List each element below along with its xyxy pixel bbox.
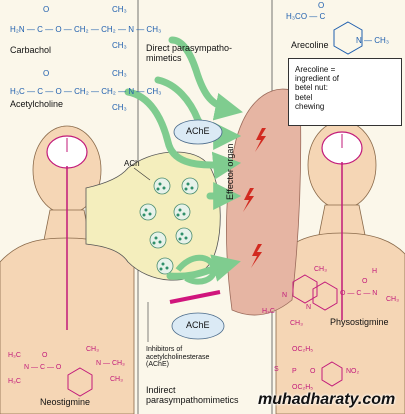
neostigmine-n-right: N — CH₃ bbox=[96, 360, 125, 367]
carbachol-label: Carbachol bbox=[10, 45, 52, 55]
parathion-p: P bbox=[292, 368, 297, 375]
vesicle-icon bbox=[149, 231, 167, 249]
physostigmine-carbamate: O — C — N bbox=[340, 290, 378, 297]
inhibitor-bar bbox=[169, 290, 221, 304]
arecoline-ester: H₃CO — C bbox=[286, 12, 326, 21]
neostigmine-h3c-top: H₃C bbox=[8, 352, 21, 359]
acetylcholine-formula: H₃C — C — O — CH₂ — CH₂ — N — CH₃ bbox=[10, 87, 162, 96]
neostigmine-o: O bbox=[42, 352, 48, 359]
neostigmine-n: N — C — O bbox=[24, 364, 62, 371]
arrow-direct-1 bbox=[168, 36, 243, 121]
neostigmine-label: Neostigmine bbox=[40, 397, 91, 407]
physostigmine-ch3-right: CH₃ bbox=[386, 296, 399, 303]
bolt-icon bbox=[243, 188, 254, 212]
arrow-loop bbox=[175, 254, 218, 285]
bolt-icons bbox=[243, 128, 266, 268]
arecoline-ring bbox=[333, 21, 363, 55]
vesicle-icon bbox=[175, 227, 193, 245]
neostigmine-ch3-bottom: CH₃ bbox=[110, 376, 123, 383]
direct-parasympathomimetics-label: Direct parasympatho- mimetics bbox=[146, 43, 233, 63]
arrow-ach bbox=[124, 88, 242, 180]
acetylcholine-ch3-top: CH₃ bbox=[112, 69, 127, 78]
parathion-oc2h5-bottom: OC₂H₅ bbox=[292, 384, 314, 391]
human-figure-left bbox=[0, 125, 135, 414]
arecoline-o: O bbox=[318, 1, 325, 10]
carbachol-ch3-bottom: CH₃ bbox=[112, 41, 127, 50]
physostigmine-o: O bbox=[362, 278, 368, 285]
ache-enzyme-bottom bbox=[171, 312, 225, 340]
carbachol-ch3-top: CH₃ bbox=[112, 5, 127, 14]
ache-label-bottom: AChE bbox=[186, 320, 210, 330]
physostigmine-h: H bbox=[372, 268, 378, 275]
physostigmine-label: Physostigmine bbox=[330, 317, 389, 327]
ache-enzyme-top bbox=[173, 119, 223, 145]
physostigmine-ch3-top: CH₃ bbox=[314, 266, 327, 273]
physostigmine-n-left: N bbox=[282, 292, 288, 299]
neostigmine-ch3-top: CH₃ bbox=[86, 346, 99, 353]
arecoline-info-text: Arecoline = ingredient of betel nut: bet… bbox=[295, 65, 340, 111]
bolt-icon bbox=[255, 128, 266, 152]
parathion-no2: NO₂ bbox=[346, 368, 360, 375]
indirect-parasympathomimetics-label: Indirect parasympathomimetics bbox=[146, 385, 239, 405]
human-figure-right bbox=[275, 120, 405, 414]
arecoline-info-box: Arecoline = ingredient of betel nut: bet… bbox=[288, 58, 402, 126]
physostigmine-ring-2 bbox=[312, 281, 338, 311]
physostigmine-ch3-bottom: CH₃ bbox=[290, 320, 303, 327]
ache-label-top: AChE bbox=[186, 126, 210, 136]
vesicle-icon bbox=[139, 203, 157, 221]
arecoline-n: N — CH₃ bbox=[356, 36, 390, 45]
parathion-oc2h5-top: OC₂H₅ bbox=[292, 346, 314, 353]
parathion-ring bbox=[321, 361, 343, 387]
arrow-synapse-2 bbox=[166, 254, 241, 282]
arecoline-label: Arecoline bbox=[291, 40, 329, 50]
inhibitors-label: Inhibitors of acetylcholinesterase (AChE… bbox=[146, 346, 210, 369]
acetylcholine-label: Acetylcholine bbox=[10, 99, 64, 109]
neostigmine-h3c-bottom: H₃C bbox=[8, 378, 21, 385]
carbachol-o: O bbox=[43, 5, 50, 14]
neostigmine-ring bbox=[67, 367, 93, 397]
acetylcholine-o: O bbox=[43, 69, 50, 78]
bolt-icon bbox=[251, 244, 262, 268]
effector-organ-label: Effector organ bbox=[225, 143, 235, 200]
acetylcholine-ch3-bottom: CH₃ bbox=[112, 103, 127, 112]
ach-label: ACh bbox=[124, 159, 140, 168]
watermark: muhadharaty.com bbox=[258, 391, 396, 408]
vesicle-icon bbox=[156, 257, 174, 275]
physostigmine-ring-1 bbox=[292, 274, 318, 304]
physostigmine-n-right: N bbox=[306, 304, 312, 311]
vesicle-icon bbox=[173, 203, 191, 221]
vesicle-icon bbox=[153, 177, 171, 195]
vesicle-icon bbox=[181, 177, 199, 195]
parathion-o: O bbox=[310, 368, 316, 375]
parathion-s: S bbox=[274, 366, 279, 373]
physostigmine-h3c: H₃C bbox=[262, 308, 275, 315]
carbachol-formula: H₂N — C — O — CH₂ — CH₂ — N — CH₃ bbox=[10, 25, 162, 34]
